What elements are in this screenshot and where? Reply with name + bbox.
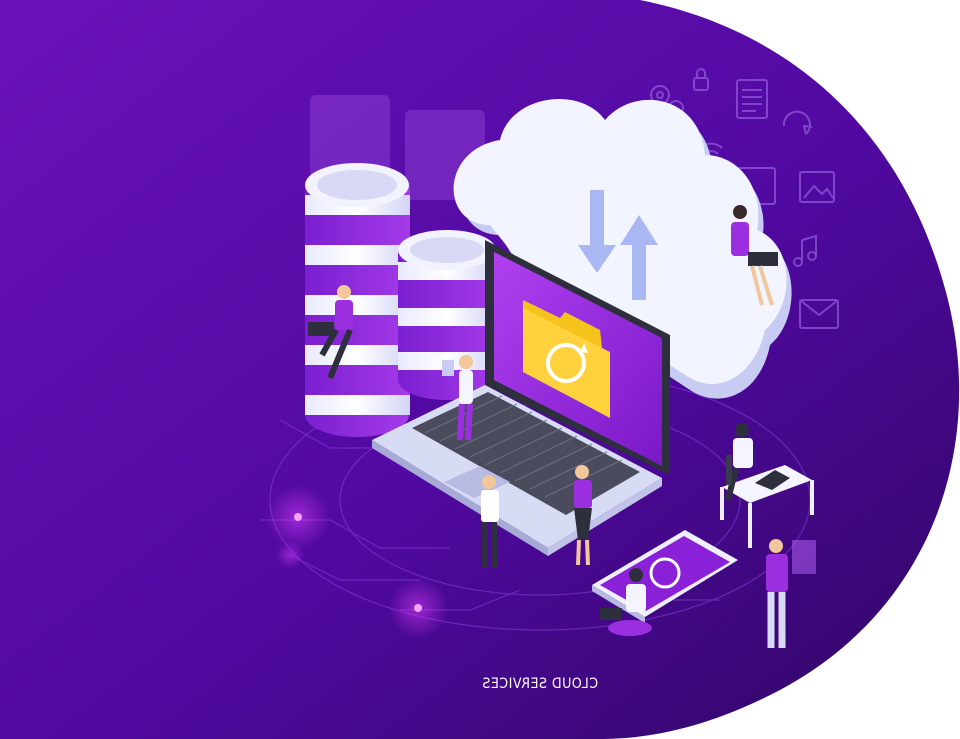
image-icon — [799, 171, 835, 203]
person-with-hologram — [766, 539, 816, 648]
desk — [720, 465, 814, 548]
person-on-keyboard — [442, 355, 473, 441]
person-at-desk — [725, 423, 753, 501]
cloud-icon — [453, 98, 792, 399]
person-on-cloud — [731, 205, 778, 306]
document-icon — [736, 79, 768, 119]
person-on-database — [308, 285, 353, 380]
refresh-icon — [782, 110, 813, 135]
lock-icon — [693, 68, 709, 91]
mail-icon — [799, 299, 839, 329]
music-icon — [793, 234, 817, 267]
upload-download-arrows-icon — [578, 190, 658, 300]
database-stack-2 — [398, 230, 496, 400]
person-in-dress — [574, 465, 592, 566]
database-icon — [305, 163, 496, 437]
caption-text: CLOUD SERVICES — [481, 676, 599, 692]
sync-folder-icon — [523, 300, 610, 418]
person-sitting-floor — [600, 568, 652, 636]
floor-glow-3 — [276, 541, 304, 569]
database-stack-1 — [305, 163, 410, 437]
person-with-tablet — [481, 475, 499, 568]
